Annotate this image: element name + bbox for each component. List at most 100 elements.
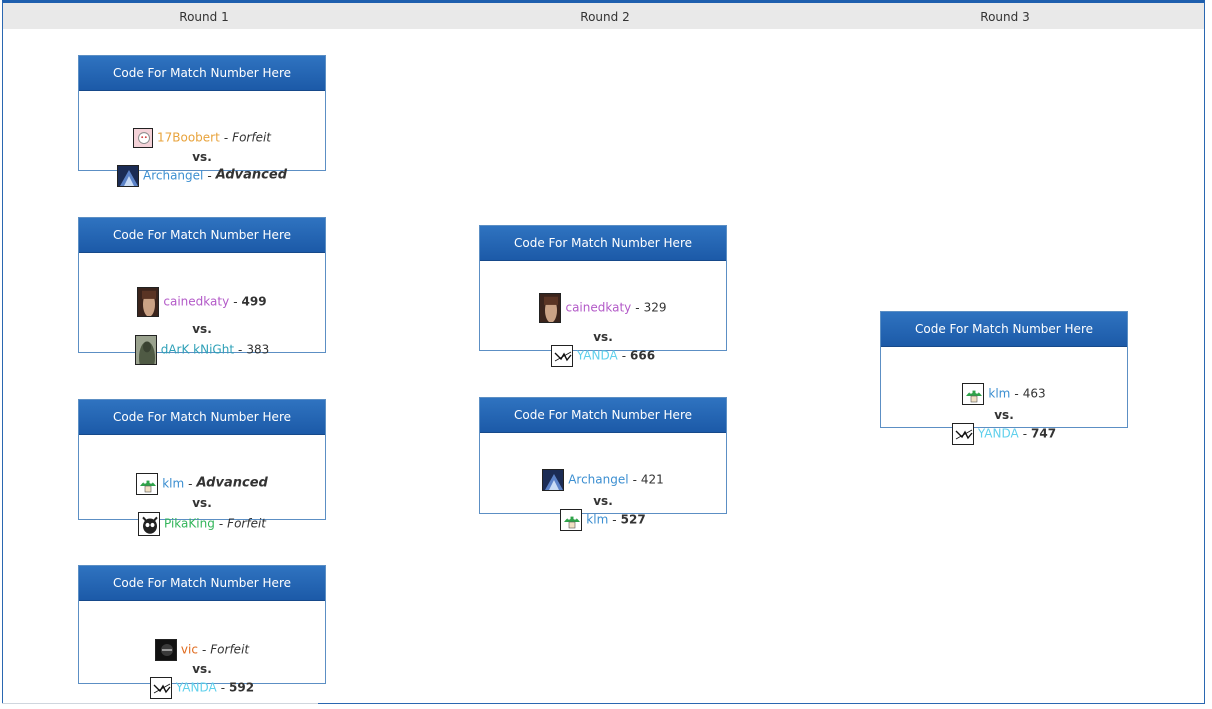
- round-1-label: Round 1: [179, 10, 229, 24]
- ghost-avatar-icon: [133, 127, 153, 148]
- separator: -: [621, 348, 627, 363]
- player-row: YANDA-592: [79, 676, 325, 699]
- separator: -: [218, 516, 224, 531]
- player-name-link[interactable]: cainedkaty: [163, 294, 230, 309]
- separator: -: [632, 472, 637, 487]
- separator: -: [238, 342, 243, 357]
- vic-avatar-icon: [154, 638, 177, 661]
- match-header: Code For Match Number Here: [79, 566, 325, 601]
- separator: -: [1022, 426, 1028, 441]
- player-score: 747: [1031, 426, 1057, 441]
- mushroom-avatar-icon: [560, 508, 583, 531]
- vs-label: vs.: [192, 150, 212, 164]
- result-status: Advanced: [215, 167, 287, 183]
- match-header: Code For Match Number Here: [881, 312, 1127, 347]
- player-name-link[interactable]: Archangel: [142, 168, 204, 183]
- player-row: klm-527: [480, 508, 726, 531]
- player-name-link[interactable]: vic: [180, 642, 198, 657]
- result-status: Forfeit: [227, 516, 266, 531]
- player-name-link[interactable]: 17Boobert: [157, 130, 220, 145]
- player-score: 329: [643, 300, 667, 315]
- player-name-link[interactable]: YANDA: [175, 680, 217, 695]
- separator: -: [1014, 386, 1019, 401]
- player-row: vic-Forfeit: [79, 638, 325, 661]
- player-row: klm-463: [881, 382, 1127, 405]
- player-score: 421: [640, 472, 664, 487]
- player-name-link[interactable]: klm: [586, 512, 609, 527]
- separator: -: [612, 512, 617, 527]
- yanda-avatar-icon: [951, 422, 974, 445]
- player-name-link[interactable]: YANDA: [576, 348, 618, 363]
- separator: -: [233, 294, 238, 309]
- separator: -: [207, 168, 212, 183]
- player-row: PikaKing-Forfeit: [79, 511, 325, 536]
- vs-label: vs.: [994, 408, 1014, 422]
- player-row: cainedkaty-329: [480, 292, 726, 323]
- cainedkaty-avatar-icon: [539, 292, 562, 323]
- separator: -: [223, 130, 229, 145]
- player-name-link[interactable]: YANDA: [977, 426, 1019, 441]
- player-name-link[interactable]: klm: [988, 386, 1011, 401]
- player-score: 383: [246, 342, 270, 357]
- player-score: 666: [630, 348, 656, 363]
- player-name-link[interactable]: PikaKing: [164, 516, 215, 531]
- separator: -: [201, 642, 207, 657]
- pikaking-avatar-icon: [138, 511, 160, 536]
- vs-label: vs.: [593, 330, 613, 344]
- player-row: Archangel-Advanced: [79, 164, 325, 187]
- separator: -: [220, 680, 226, 695]
- yanda-avatar-icon: [149, 676, 172, 699]
- match-header: Code For Match Number Here: [79, 56, 325, 91]
- round-2-label: Round 2: [580, 10, 630, 24]
- player-row: klm-Advanced: [79, 472, 325, 495]
- horizontal-scrollbar[interactable]: [2, 703, 318, 709]
- separator: -: [188, 476, 193, 491]
- player-row: YANDA-666: [480, 344, 726, 367]
- archangel-avatar-icon: [542, 468, 565, 491]
- player-score: 592: [229, 680, 255, 695]
- yanda-avatar-icon: [550, 344, 573, 367]
- vs-label: vs.: [192, 322, 212, 336]
- round-3-label: Round 3: [980, 10, 1030, 24]
- player-row: Archangel-421: [480, 468, 726, 491]
- archangel-avatar-icon: [116, 164, 139, 187]
- player-name-link[interactable]: cainedkaty: [565, 300, 632, 315]
- result-status: Forfeit: [210, 642, 250, 657]
- match-header: Code For Match Number Here: [480, 398, 726, 433]
- match-header: Code For Match Number Here: [79, 400, 325, 435]
- player-name-link[interactable]: klm: [162, 476, 185, 491]
- player-row: cainedkaty-499: [79, 286, 325, 317]
- mushroom-avatar-icon: [962, 382, 985, 405]
- result-status: Advanced: [196, 475, 268, 491]
- match-header: Code For Match Number Here: [480, 226, 726, 261]
- player-row: dArK kNiGht-383: [79, 334, 325, 365]
- player-score: 463: [1022, 386, 1046, 401]
- vs-label: vs.: [192, 496, 212, 510]
- round-header-bar: Round 1 Round 2 Round 3: [3, 3, 1204, 29]
- player-row: YANDA-747: [881, 422, 1127, 445]
- player-name-link[interactable]: dArK kNiGht: [160, 342, 235, 357]
- player-row: 17Boobert-Forfeit: [79, 127, 325, 148]
- cainedkaty-avatar-icon: [137, 286, 160, 317]
- player-name-link[interactable]: Archangel: [568, 472, 629, 487]
- player-score: 527: [620, 512, 646, 527]
- vs-label: vs.: [192, 662, 212, 676]
- mushroom-avatar-icon: [136, 472, 159, 495]
- player-score: 499: [241, 294, 267, 309]
- darkknight-avatar-icon: [134, 334, 157, 365]
- result-status: Forfeit: [232, 130, 271, 145]
